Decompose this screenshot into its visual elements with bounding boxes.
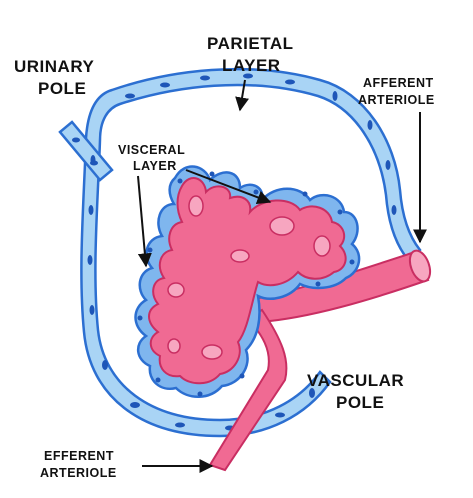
visceral-layer-label-line1: VISCERAL — [118, 143, 185, 157]
afferent-arteriole-label: AFFERENT ARTERIOLE — [358, 76, 435, 107]
parietal-layer-label-line2: LAYER — [222, 56, 281, 75]
urinary-pole-tubule — [58, 120, 114, 182]
efferent-arteriole-label-line1: EFFERENT — [44, 449, 114, 463]
parietal-cell-nuclei — [72, 73, 397, 431]
afferent-arteriole-vessel — [248, 249, 432, 324]
urinary-pole-label: URINARY POLE — [14, 57, 94, 98]
label-arrows — [137, 79, 427, 473]
glomerulus — [134, 165, 361, 398]
parietal-layer-label-line1: PARIETAL — [207, 34, 293, 53]
parietal-layer-capsule — [58, 67, 422, 438]
afferent-arteriole-label-line2: ARTERIOLE — [358, 93, 435, 107]
parietal-layer-label: PARIETAL LAYER — [207, 34, 293, 75]
afferent-arteriole-label-line1: AFFERENT — [363, 76, 434, 90]
efferent-arteriole-label-line2: ARTERIOLE — [40, 466, 117, 480]
visceral-layer-label-line2: LAYER — [133, 159, 177, 173]
parietal-layer-arrow — [235, 79, 249, 112]
vascular-pole-label-line2: POLE — [336, 393, 384, 412]
visceral-layer-arrow-left — [137, 175, 152, 268]
urinary-pole-label-line2: POLE — [38, 79, 86, 98]
capillary-lumens — [167, 195, 331, 360]
capillary-tuft — [148, 177, 347, 385]
efferent-arteriole-label: EFFERENT ARTERIOLE — [40, 449, 117, 480]
efferent-arteriole-vessel — [208, 308, 288, 472]
vascular-pole-label-line1: VASCULAR — [307, 371, 404, 390]
visceral-layer-arrow-right — [185, 169, 272, 205]
vascular-pole-label: VASCULAR POLE — [307, 371, 404, 412]
urinary-pole-label-line1: URINARY — [14, 57, 94, 76]
visceral-layer-label: VISCERAL LAYER — [118, 143, 185, 173]
